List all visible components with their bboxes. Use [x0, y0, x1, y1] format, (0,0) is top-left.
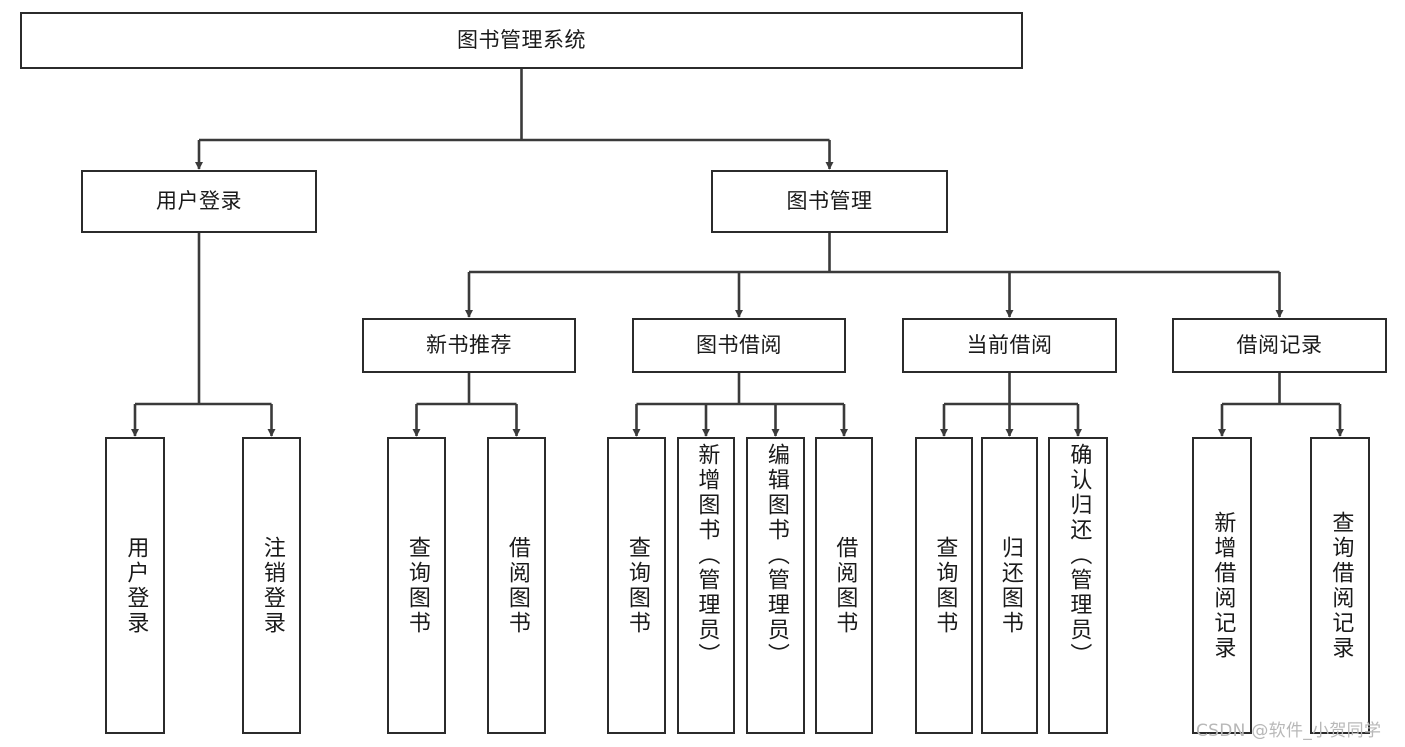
node-leaf-br-query[interactable]: 查询借阅记录 — [1310, 437, 1370, 734]
node-label: 图书管理系统 — [457, 28, 586, 53]
node-current-borrow[interactable]: 当前借阅 — [902, 318, 1117, 373]
node-root[interactable]: 图书管理系统 — [20, 12, 1023, 69]
node-leaf-nb-query[interactable]: 查询图书 — [387, 437, 446, 734]
node-borrow-record[interactable]: 借阅记录 — [1172, 318, 1387, 373]
node-leaf-br-add[interactable]: 新增借阅记录 — [1192, 437, 1252, 734]
node-user-login[interactable]: 用户登录 — [81, 170, 317, 233]
node-label: 图书借阅 — [696, 333, 782, 358]
node-new-book-rec[interactable]: 新书推荐 — [362, 318, 576, 373]
node-label: 注销登录 — [259, 535, 285, 636]
node-label: 借阅记录 — [1236, 333, 1323, 358]
node-label: 新增图书（管理员） — [694, 443, 720, 668]
node-label: 编辑图书（管理员） — [763, 443, 789, 668]
node-leaf-cb-return[interactable]: 归还图书 — [981, 437, 1038, 734]
node-label: 借阅图书 — [832, 535, 858, 636]
node-label: 借阅图书 — [504, 535, 530, 636]
node-label: 查询图书 — [932, 535, 958, 636]
node-leaf-user-login[interactable]: 用户登录 — [105, 437, 165, 734]
node-leaf-cb-confirm[interactable]: 确认归还（管理员） — [1048, 437, 1108, 734]
node-label: 新书推荐 — [426, 333, 512, 358]
node-leaf-bb-borrow[interactable]: 借阅图书 — [815, 437, 873, 734]
node-label: 查询图书 — [404, 535, 430, 636]
node-label: 确认归还（管理员） — [1066, 443, 1092, 668]
node-book-borrow[interactable]: 图书借阅 — [632, 318, 846, 373]
node-label: 用户登录 — [156, 189, 242, 214]
node-leaf-bb-query[interactable]: 查询图书 — [607, 437, 666, 734]
node-label: 新增借阅记录 — [1210, 510, 1236, 661]
csdn-watermark: CSDN @软件_小贺同学 — [1196, 721, 1382, 741]
node-label: 用户登录 — [123, 535, 149, 636]
node-label: 查询图书 — [624, 535, 650, 636]
node-leaf-logout[interactable]: 注销登录 — [242, 437, 301, 734]
node-label: 查询借阅记录 — [1328, 510, 1354, 661]
node-leaf-bb-add[interactable]: 新增图书（管理员） — [677, 437, 735, 734]
node-leaf-nb-borrow[interactable]: 借阅图书 — [487, 437, 546, 734]
node-leaf-cb-query[interactable]: 查询图书 — [915, 437, 973, 734]
node-label: 图书管理 — [786, 189, 873, 214]
node-book-manage[interactable]: 图书管理 — [711, 170, 948, 233]
node-leaf-bb-edit[interactable]: 编辑图书（管理员） — [746, 437, 805, 734]
node-label: 归还图书 — [997, 535, 1023, 636]
node-label: 当前借阅 — [966, 333, 1053, 358]
